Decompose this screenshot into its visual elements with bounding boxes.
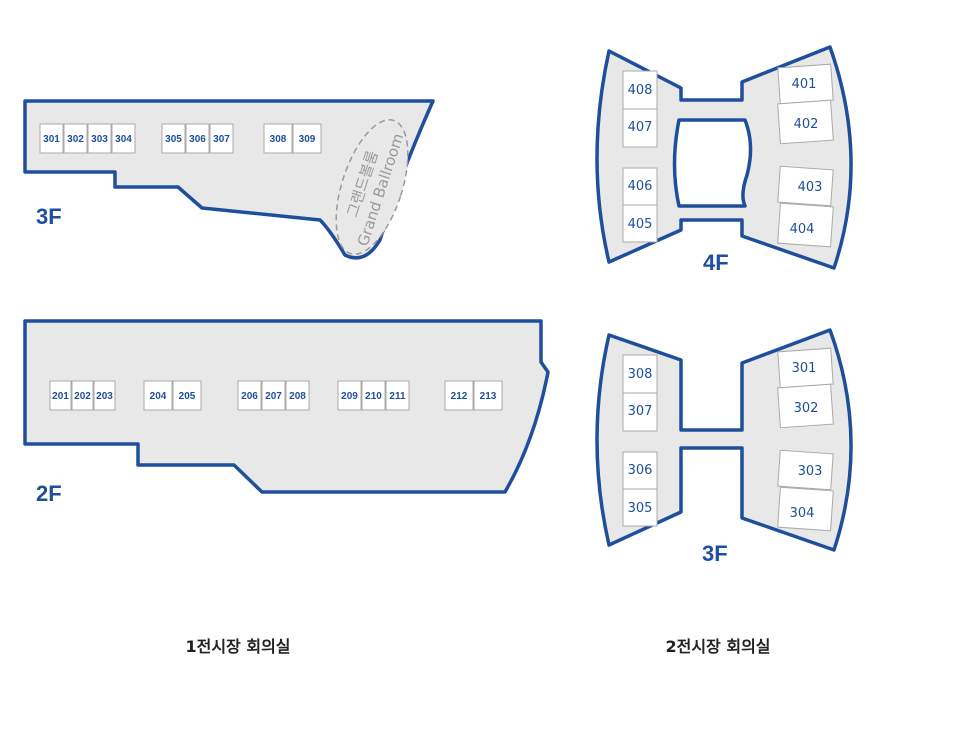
hall2-4f-plan: 408 407 406 405 401 402 403 404 4F bbox=[595, 45, 853, 275]
hall1-2f-rooms: 201 202 203 204 205 206 207 208 209 210 … bbox=[49, 380, 503, 411]
floor-label-2f: 2F bbox=[36, 481, 62, 506]
room-box bbox=[473, 380, 503, 411]
room-box bbox=[87, 123, 112, 154]
room-box bbox=[337, 380, 362, 411]
room-208: 208 bbox=[289, 391, 306, 402]
room-box bbox=[111, 123, 136, 154]
room-box bbox=[209, 123, 234, 154]
room-209: 209 bbox=[341, 391, 358, 402]
room-404: 404 bbox=[790, 222, 815, 237]
hall2-4f-rooms: 408 407 406 405 401 402 403 404 bbox=[622, 63, 834, 248]
floor-label-3f: 3F bbox=[36, 204, 62, 229]
room-203: 203 bbox=[96, 391, 113, 402]
room-box bbox=[237, 380, 262, 411]
room-211: 211 bbox=[389, 391, 406, 402]
room-402: 402 bbox=[794, 117, 819, 132]
hall2-3f-plan: 308 307 306 305 301 302 303 304 3F bbox=[595, 328, 853, 566]
room-401: 401 bbox=[792, 77, 817, 92]
room-306: 306 bbox=[189, 134, 206, 145]
room-408: 408 bbox=[628, 83, 653, 98]
room-304: 304 bbox=[790, 506, 815, 521]
room-205: 205 bbox=[179, 391, 196, 402]
room-box bbox=[777, 486, 834, 532]
hall1-3f-rooms: 301 302 303 304 305 306 307 308 309 bbox=[39, 123, 322, 154]
room-303: 303 bbox=[798, 464, 823, 479]
room-box bbox=[49, 380, 72, 411]
hall1-caption: 1전시장 회의실 bbox=[185, 637, 290, 656]
room-307: 307 bbox=[628, 404, 653, 419]
room-box bbox=[143, 380, 173, 411]
room-302: 302 bbox=[794, 401, 819, 416]
room-box bbox=[172, 380, 202, 411]
room-207: 207 bbox=[265, 391, 282, 402]
grand-ballroom-area bbox=[335, 119, 409, 255]
room-303: 303 bbox=[91, 134, 108, 145]
room-box bbox=[777, 383, 834, 429]
room-304: 304 bbox=[115, 134, 132, 145]
room-box bbox=[622, 488, 658, 527]
room-201: 201 bbox=[52, 391, 69, 402]
room-302: 302 bbox=[67, 134, 84, 145]
hall2-caption: 2전시장 회의실 bbox=[665, 637, 770, 656]
room-406: 406 bbox=[628, 179, 653, 194]
room-308: 308 bbox=[270, 134, 287, 145]
room-box bbox=[161, 123, 186, 154]
room-206: 206 bbox=[241, 391, 258, 402]
room-box bbox=[622, 70, 658, 110]
room-box bbox=[261, 380, 286, 411]
room-box bbox=[39, 123, 64, 154]
room-210: 210 bbox=[365, 391, 382, 402]
room-box bbox=[622, 392, 658, 432]
room-213: 213 bbox=[480, 391, 497, 402]
room-box bbox=[622, 204, 658, 243]
floor-label-4f: 4F bbox=[703, 250, 729, 275]
room-box bbox=[777, 99, 834, 145]
floor-label-3f-hall2: 3F bbox=[702, 541, 728, 566]
room-202: 202 bbox=[74, 391, 91, 402]
room-407: 407 bbox=[628, 120, 653, 135]
room-308: 308 bbox=[628, 367, 653, 382]
room-405: 405 bbox=[628, 217, 653, 232]
room-box bbox=[777, 202, 834, 248]
room-301: 301 bbox=[792, 361, 817, 376]
room-box bbox=[285, 380, 310, 411]
room-box bbox=[71, 380, 94, 411]
room-box bbox=[444, 380, 474, 411]
room-box bbox=[93, 380, 116, 411]
room-204: 204 bbox=[150, 391, 167, 402]
room-212: 212 bbox=[451, 391, 468, 402]
room-box bbox=[292, 123, 322, 154]
hall1-2f-plan: 201 202 203 204 205 206 207 208 209 210 … bbox=[23, 319, 550, 506]
room-307: 307 bbox=[213, 134, 230, 145]
room-box bbox=[385, 380, 410, 411]
room-box bbox=[263, 123, 293, 154]
room-box bbox=[622, 451, 658, 490]
hall2-3f-rooms: 308 307 306 305 301 302 303 304 bbox=[622, 347, 834, 532]
room-box bbox=[777, 449, 834, 491]
room-305: 305 bbox=[628, 501, 653, 516]
room-box bbox=[361, 380, 386, 411]
hall1-3f-plan: 그랜드볼룸 Grand Ballroom 301 302 303 304 305… bbox=[23, 99, 435, 260]
room-box bbox=[622, 108, 658, 148]
room-box bbox=[63, 123, 88, 154]
room-306: 306 bbox=[628, 463, 653, 478]
room-305: 305 bbox=[165, 134, 182, 145]
room-box bbox=[185, 123, 210, 154]
room-301: 301 bbox=[43, 134, 60, 145]
room-403: 403 bbox=[798, 180, 823, 195]
room-309: 309 bbox=[299, 134, 316, 145]
room-box bbox=[777, 165, 834, 207]
